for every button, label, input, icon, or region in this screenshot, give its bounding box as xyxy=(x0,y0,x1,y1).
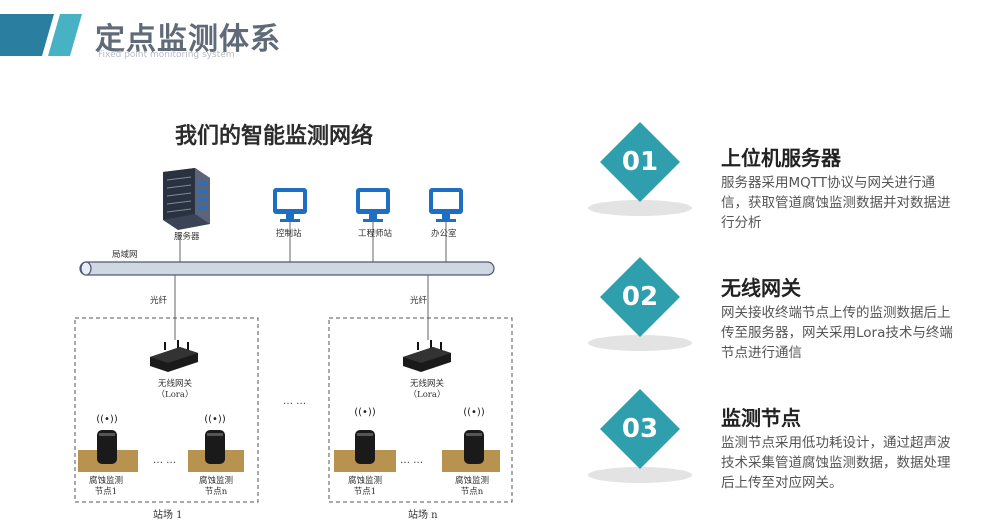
monitor-icon xyxy=(429,188,463,222)
fiber-label-n: 光纤 xyxy=(410,296,428,306)
item-title-node: 监测节点 xyxy=(721,406,801,430)
monitor-icon xyxy=(273,188,307,222)
server-rack-icon xyxy=(163,168,210,230)
node-ellipsis-n: … … xyxy=(400,455,424,466)
shadow-ellipse xyxy=(588,200,692,216)
node-ellipsis-1: … … xyxy=(153,455,177,466)
sensor-node-icon: ((•)) xyxy=(188,414,244,472)
lan-pipe xyxy=(79,261,495,276)
gateway-label-1: 无线网关 xyxy=(157,379,192,389)
site-1-label: 站场 1 xyxy=(153,510,183,521)
office-label: 办公室 xyxy=(431,229,457,239)
lan-label: 局域网 xyxy=(112,250,138,260)
node-label-2a: 腐蚀监测 xyxy=(198,476,233,486)
svg-text:((•)): ((•)) xyxy=(96,414,118,425)
svg-text:((•)): ((•)) xyxy=(463,407,485,418)
item-body-server: 服务器采用MQTT协议与网关进行通信，获取管道腐蚀监测数据并对数据进行分析 xyxy=(721,175,951,231)
item-body-gateway: 网关接收终端节点上传的监测数据后上传至服务器，网关采用Lora技术与终端节点进行… xyxy=(721,305,953,361)
node-label-2b: 节点n xyxy=(204,487,228,497)
sensor-node-icon: ((•)) xyxy=(442,407,500,472)
sensor-node-icon: ((•)) xyxy=(334,407,396,472)
diamond-badge xyxy=(600,122,680,202)
site-1-box xyxy=(74,317,259,503)
node-label-1a: 腐蚀监测 xyxy=(88,476,123,486)
svg-text:((•)): ((•)) xyxy=(204,414,226,425)
node-label-3b: 节点1 xyxy=(353,487,377,497)
gateway-sub-1: （Lora） xyxy=(156,390,194,400)
site-n-box xyxy=(328,317,513,503)
gateway-sub-n: （Lora） xyxy=(408,390,446,400)
item-number: 03 xyxy=(621,414,659,444)
page-subtitle: Fixed point monitoring system xyxy=(98,50,235,60)
item-number: 01 xyxy=(621,147,659,177)
node-label-4b: 节点n xyxy=(460,487,484,497)
gateway-icon xyxy=(403,340,451,372)
gateway-label-n: 无线网关 xyxy=(409,379,444,389)
item-body-node: 监测节点采用低功耗设计，通过超声波技术采集管道腐蚀监测数据，数据处理后上传至对应… xyxy=(721,435,951,491)
item-title-gateway: 无线网关 xyxy=(721,276,801,300)
diamond-badge xyxy=(600,389,680,469)
monitor-icon xyxy=(356,188,390,222)
engineer-station-label: 工程师站 xyxy=(358,229,393,239)
gateway-icon xyxy=(150,340,198,372)
svg-text:((•)): ((•)) xyxy=(354,407,376,418)
server-label: 服务器 xyxy=(174,232,200,242)
node-label-4a: 腐蚀监测 xyxy=(454,476,489,486)
site-ellipsis: … … xyxy=(283,396,307,407)
header-stripes-decoration xyxy=(0,14,82,56)
control-station-label: 控制站 xyxy=(276,229,302,239)
fiber-label-1: 光纤 xyxy=(150,296,168,306)
sensor-node-icon: ((•)) xyxy=(78,414,138,472)
item-number: 02 xyxy=(621,282,659,312)
diamond-badge xyxy=(600,257,680,337)
item-title-server: 上位机服务器 xyxy=(721,146,841,170)
node-label-1b: 节点1 xyxy=(94,487,118,497)
site-n-label: 站场 n xyxy=(408,510,438,521)
page-title: 定点监测体系 xyxy=(95,22,281,57)
network-title: 我们的智能监测网络 xyxy=(175,124,374,149)
node-label-3a: 腐蚀监测 xyxy=(347,476,382,486)
shadow-ellipse xyxy=(588,335,692,351)
shadow-ellipse xyxy=(588,467,692,483)
